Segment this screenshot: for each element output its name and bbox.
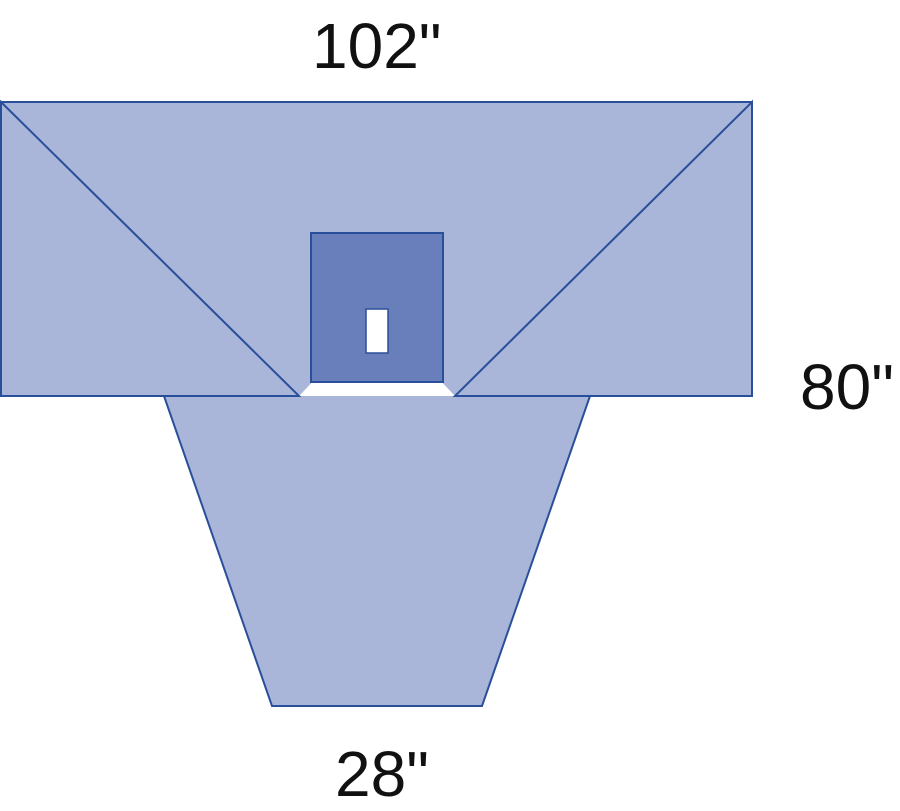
side-height-label: 80" (800, 351, 894, 423)
bottom-width-label: 28" (335, 738, 429, 810)
left-wing-fold (0, 99, 302, 397)
drape-body (0, 101, 753, 707)
fenestration-opening (365, 308, 389, 354)
right-wing-fold (452, 99, 753, 397)
top-width-label: 102" (312, 10, 442, 82)
fenestration-panel (310, 232, 444, 383)
